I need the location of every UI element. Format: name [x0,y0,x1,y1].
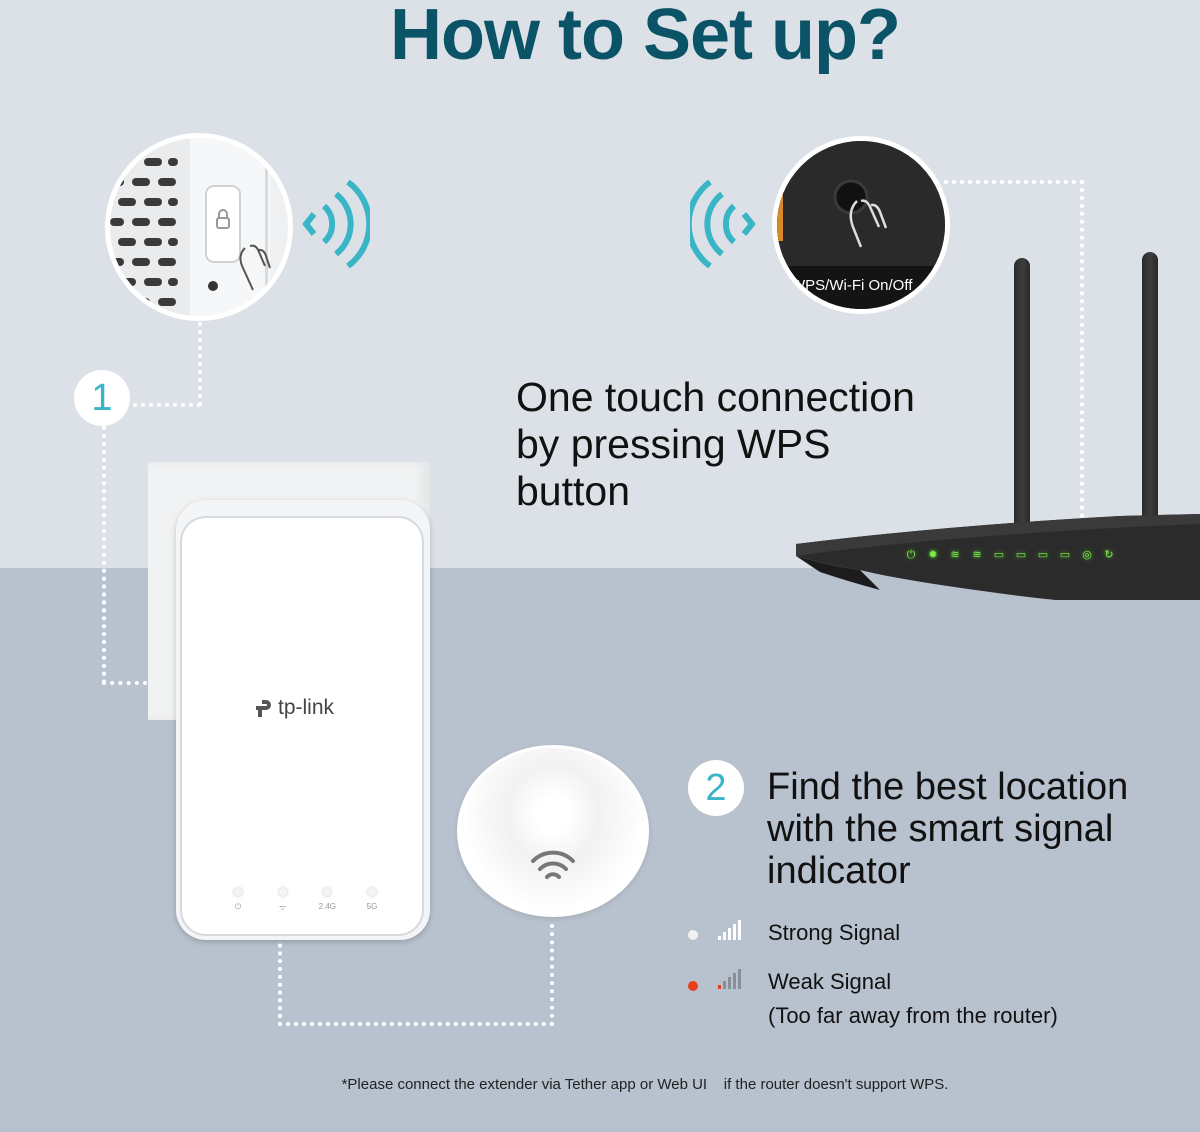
signal-indicator-ring [457,745,649,917]
heading-line: Find the best location [767,766,1129,808]
heading-line: One touch connection [516,374,915,420]
led-dot [367,888,376,896]
extender-led-row: ⏻ ᯤ 2.4G 5G [220,888,390,913]
led-dot [234,888,242,896]
led-label: 5G [366,902,378,911]
router-wps-closeup: WPS/Wi-Fi On/Off [772,136,950,314]
led-label: ᯤ [279,903,287,912]
step-1-heading: One touch connection by pressing WPS but… [516,374,915,515]
heading-line: button [516,468,630,514]
led-signal: ᯤ [265,888,301,913]
wifi-signal-left-icon [690,179,756,269]
led-label: 2.4G [318,902,336,911]
lan-4-icon: ▭ [1059,549,1071,561]
router-led-panel: ⏻ ✹ ≋ ≋ ▭ ▭ ▭ ▭ ◎ ↻ [905,549,1115,561]
router-antenna-left [1014,258,1030,550]
led-5g: 5G [354,888,390,913]
system-icon: ✹ [928,549,938,561]
wifi-5g-icon: ≋ [972,549,982,561]
step-1-badge: 1 [74,370,130,426]
connector-line [198,322,202,406]
led-label: ⏻ [234,902,242,911]
lan-3-icon: ▭ [1037,549,1049,561]
step-2-heading: Find the best location with the smart si… [767,766,1128,892]
connector-line [944,180,1084,184]
connector-line [102,681,180,685]
legend-sublabel: (Too far away from the router) [768,1003,1058,1028]
heading-line: by pressing WPS [516,421,831,467]
connector-line [550,924,554,1026]
power-icon: ⏻ [906,549,916,561]
status-dot-white [688,930,698,940]
router-wps-label: WPS/Wi-Fi On/Off [791,277,913,294]
heading-line: with the smart signal [767,808,1114,850]
connector-line [1080,180,1084,518]
lan-2-icon: ▭ [1015,549,1027,561]
signal-bars-weak-icon [718,969,741,989]
signal-bars-strong-icon [718,920,741,940]
connector-line [278,1022,554,1026]
legend-label: Strong Signal [768,920,901,945]
wifi-icon [531,850,575,879]
page-title: How to Set up? [390,0,901,75]
status-dot-red [688,981,698,991]
tp-link-logo-icon [256,700,271,717]
internet-icon: ◎ [1082,549,1092,561]
extender-wps-closeup [105,133,293,321]
wps-icon: ↻ [1104,549,1114,561]
connector-line [102,426,106,684]
heading-line: indicator [767,850,911,892]
connector-line [278,920,282,1026]
brand-name: tp-link [278,696,335,719]
led-24g: 2.4G [309,888,345,913]
legend-label: Weak Signal [768,969,892,994]
led-power: ⏻ [220,888,256,913]
led-dot [278,888,287,896]
router-body [796,514,1200,600]
signal-indicator-closeup [457,745,649,917]
connector-line [133,403,201,407]
led-dot [323,888,332,896]
router-antenna-right [1142,252,1158,550]
signal-led-glow [535,799,571,825]
wifi-signal-right-icon [302,179,370,269]
range-extender: tp-link ⏻ ᯤ 2.4G 5G [180,516,424,936]
lan-1-icon: ▭ [993,549,1005,561]
footnote: *Please connect the extender via Tether … [341,1076,949,1093]
wifi-24g-icon: ≋ [950,549,960,561]
step-2-badge: 2 [688,760,744,816]
tp-link-logo: tp-link [252,696,334,720]
